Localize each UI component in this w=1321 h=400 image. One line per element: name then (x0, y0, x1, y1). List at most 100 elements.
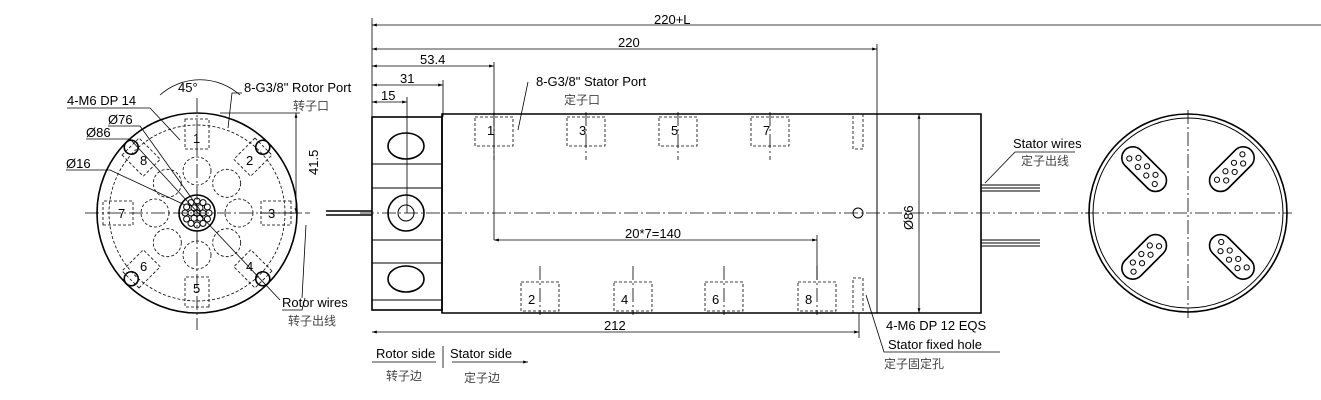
stator-port-number: 1 (487, 123, 494, 138)
wire-hole (1126, 155, 1133, 162)
wire-hole (1240, 160, 1247, 167)
wire-hole (1213, 176, 1221, 183)
wire-slot (1121, 146, 1168, 193)
fixed-hole-spec: 4-M6 DP 12 EQS (886, 318, 987, 333)
wire-core (203, 203, 211, 211)
wire-hole (1146, 242, 1153, 249)
dim-31: 31 (400, 71, 414, 86)
wire-hole (1155, 243, 1163, 250)
wire-core (199, 199, 207, 207)
wire-hole (1234, 265, 1241, 272)
port-bore (140, 198, 170, 228)
dia76-label: Ø76 (108, 112, 133, 127)
dim-total-length: 220+L (654, 12, 691, 27)
stator-end-view (1085, 110, 1292, 318)
stator-port-number: 7 (763, 123, 770, 138)
fixed-hole-cn-label: 定子固定孔 (884, 356, 944, 371)
wire-hole (1226, 247, 1233, 254)
port-bore (182, 240, 212, 270)
wire-core (199, 219, 207, 227)
wire-slot (1208, 233, 1255, 280)
port-number-label: 3 (268, 206, 275, 221)
mount-holes-label: 4-M6 DP 14 (67, 93, 136, 108)
wire-hole (1243, 264, 1250, 271)
dia16-label: Ø16 (66, 156, 91, 171)
mount-hole (254, 139, 271, 156)
port-outline (233, 137, 273, 177)
mount-hole (123, 270, 140, 287)
fixed-hole-label: Stator fixed hole (888, 337, 982, 352)
wire-hole (1230, 159, 1238, 166)
wire-core (196, 204, 204, 212)
port-outline (233, 249, 273, 289)
port-number-label: 4 (246, 259, 253, 274)
wire-hole (1134, 163, 1141, 171)
rotor-wires-label: Rotor wires (282, 295, 348, 310)
wire-hole (1218, 238, 1225, 246)
wire-hole (1135, 154, 1142, 161)
port-number-label: 8 (140, 153, 147, 168)
dim-15: 15 (381, 88, 395, 103)
dim-220: 220 (618, 35, 640, 50)
port-number-label: 6 (140, 259, 147, 274)
rotor-end-view: 1 2 3 4 5 6 7 8 45° 8-G3/8" Rotor Port 转子口 4-M6… (66, 79, 372, 330)
wire-core (203, 215, 211, 223)
wire-hole (1239, 151, 1246, 158)
wire-hole (1129, 259, 1136, 266)
port-outline (121, 249, 161, 289)
port-outline (121, 137, 161, 177)
wire-core (183, 215, 191, 223)
stator-wires-label: Stator wires (1013, 136, 1082, 151)
stator-port-cn-label: 定子口 (564, 92, 600, 107)
port-bore (182, 156, 212, 186)
port-bore (224, 198, 254, 228)
port-bore (212, 168, 242, 198)
dim-212: 212 (604, 318, 626, 333)
port-number-label: 5 (193, 281, 200, 296)
wire-hole (1138, 250, 1145, 258)
port-bore (152, 228, 182, 258)
port-outline (184, 118, 210, 150)
port-bore (212, 228, 242, 258)
port-number-label: 2 (246, 153, 253, 168)
height-41-5-label: 41.5 (306, 150, 321, 175)
dim-dia86: Ø86 (901, 205, 916, 230)
stator-port-number: 4 (621, 292, 628, 307)
rotor-wires-cn-label: 转子出线 (288, 313, 336, 328)
stator-wires-cn-label: 定子出线 (1021, 153, 1069, 168)
port-number-label: 7 (118, 206, 125, 221)
wire-hole (1138, 260, 1146, 267)
stator-side-label: Stator side (450, 346, 512, 361)
wire-core (183, 203, 191, 211)
dia86-label: Ø86 (86, 125, 111, 140)
wire-hole (1147, 251, 1154, 258)
port-outline (184, 276, 210, 308)
wire-hole (1130, 268, 1137, 275)
wire-hole (1152, 171, 1159, 178)
rotor-port-cn-label: 转子口 (293, 98, 329, 113)
wire-hole (1222, 168, 1229, 175)
wire-slot (1121, 233, 1168, 280)
port-outline (102, 200, 134, 226)
port-number-label: 1 (193, 131, 200, 146)
rotor-side-label: Rotor side (376, 346, 435, 361)
wire-hole (1231, 168, 1238, 176)
wire-hole (1235, 255, 1242, 263)
wire-hole (1217, 248, 1224, 255)
stator-port-label: 8-G3/8" Stator Port (536, 74, 646, 89)
mount-hole (254, 270, 271, 287)
stator-side-cn-label: 定子边 (464, 370, 500, 385)
rotor-port-label: 8-G3/8" Rotor Port (244, 80, 352, 95)
angle-label: 45° (178, 80, 198, 95)
wire-hole (1151, 180, 1158, 188)
stator-port-number: 8 (805, 292, 812, 307)
stator-port-number: 3 (579, 123, 586, 138)
rotor-side-cn-label: 转子边 (386, 368, 422, 383)
port-bore (152, 168, 182, 198)
wire-core (187, 219, 195, 227)
mount-hole (123, 139, 140, 156)
wire-hole (1143, 172, 1150, 179)
stator-port-number: 2 (528, 292, 535, 307)
